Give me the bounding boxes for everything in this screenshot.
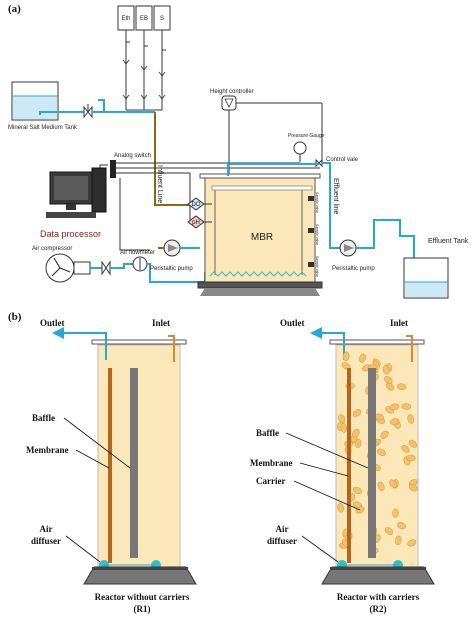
carrier-particle [395,535,402,546]
r1-caption-line2: (R1) [134,604,151,614]
carrier-particle [352,409,362,417]
bottle-s-label: S [160,16,164,22]
panel-a-label: (a) [8,3,21,15]
height-controller: Height controller [210,89,323,176]
panel-a: (a) Eth EB S Mineral Salt Medium Tank [8,3,469,299]
carrier-particle [389,403,400,411]
r2-caption-line2: (R2) [370,604,387,614]
effluent-pipe [322,162,340,249]
r1-air-label: Air [40,524,53,534]
data-processor-computer: Data processor [40,167,107,239]
ph-sensor-label: pH [192,220,200,226]
carrier-particle [377,448,386,457]
carrier-particle [401,445,410,453]
air-flowmeter-label: Air flowmeter [120,250,155,256]
carrier-particle [352,428,360,438]
carrier-particle [406,454,416,462]
carrier-particle [337,503,344,513]
mbr-label: MBR [251,232,273,243]
pressure-gauge-label: Pressure Gauge [288,133,325,139]
r1-inlet-label: Inlet [152,318,170,328]
r2-baffle [368,368,376,558]
sample-valves: Sample valve Sample valve Sample valve [308,192,319,277]
carrier-particle [338,414,346,424]
carrier-particle [384,376,393,384]
carrier-particle [407,414,415,424]
carrier-particle [396,522,407,530]
r1-membrane-label: Membrane [26,445,69,455]
carrier-particle [342,351,350,362]
r1-diffuser-label: diffuser [31,536,61,546]
analog-switch-label: Analog switch [114,153,151,159]
reactor-r2: Outlet Inlet Baffle Membrane Carrier Air… [250,318,435,614]
carrier-particle [384,527,394,536]
peristaltic-pump-left-label: Peristaltic pump [150,266,193,272]
carrier-particle [390,418,400,425]
peristaltic-pump-right-label: Peristaltic pump [332,266,375,272]
r1-outlet-label: Outlet [40,318,65,328]
carrier-particle [377,481,385,492]
carrier-particle [408,484,418,492]
effluent-system: Control vale Effluent line Peristaltic p… [227,157,469,299]
carrier-particle [401,403,412,410]
bottle-eb-label: EB [140,16,148,22]
influent-pipe [154,112,195,206]
data-processor-label: Data processor [40,229,101,239]
do-sensor-label: DO [192,202,201,208]
sample-port-2-label: Sample valve [315,224,319,245]
carrier-particle [408,439,418,448]
sample-port-3-label: Sample valve [315,256,319,277]
r2-baffle-label: Baffle [256,428,279,438]
air-compressor-label: Air compressor [32,246,72,252]
r2-outlet-label: Outlet [280,318,305,328]
air-compressor: Air compressor [32,246,140,283]
r1-caption-line1: Reactor without carriers [95,592,190,602]
sample-port-1-label: Sample valve [315,192,319,213]
r2-air-label: Air [276,524,289,534]
carrier-particle [396,383,407,390]
carrier-particle [382,365,390,375]
carrier-particle [389,479,398,488]
carrier-particle [352,486,362,495]
r2-membrane [347,368,351,563]
influent-line-label: Influent Line [156,165,163,203]
chemical-bottles: Eth EB S [117,5,171,111]
carrier-particle [359,353,366,363]
height-controller-label: Height controller [210,89,254,95]
r2-inlet-label: Inlet [390,318,408,328]
reactor-r1: Outlet Inlet Baffle Membrane Air diffuse… [26,318,197,614]
bottle-eth-label: Eth [121,16,130,22]
effluent-line-label: Effluent line [332,178,339,215]
r2-diffuser-label: diffuser [267,536,297,546]
r2-caption-line1: Reactor with carriers [337,592,420,602]
carrier-particle [340,423,348,433]
carrier-particle [385,382,395,391]
r1-membrane [108,368,112,563]
r2-carrier-label: Carrier [256,476,285,486]
effluent-tank-label: Effluent Tank [428,238,469,245]
panel-b-label: (b) [8,311,22,323]
pressure-gauge: Pressure Gauge [288,133,325,162]
r1-baffle-label: Baffle [32,413,55,423]
mineral-salt-tank: Mineral Salt Medium Tank [8,81,155,131]
carrier-particle [392,508,399,518]
mbr-reactor: MBR [197,173,323,296]
air-flowmeter: Air flowmeter [120,250,206,283]
sensor-probes: DO pH [187,197,212,229]
peristaltic-pump-left: Peristaltic pump [150,239,200,272]
r2-membrane-label: Membrane [250,458,293,468]
mineral-tank-label: Mineral Salt Medium Tank [8,125,78,131]
panel-b: (b) Outlet Inlet Baffle M [8,311,435,614]
carrier-particle [407,539,417,547]
control-valve-label: Control vale [326,157,359,163]
r1-baffle [130,368,138,558]
carrier-particle [380,430,389,439]
